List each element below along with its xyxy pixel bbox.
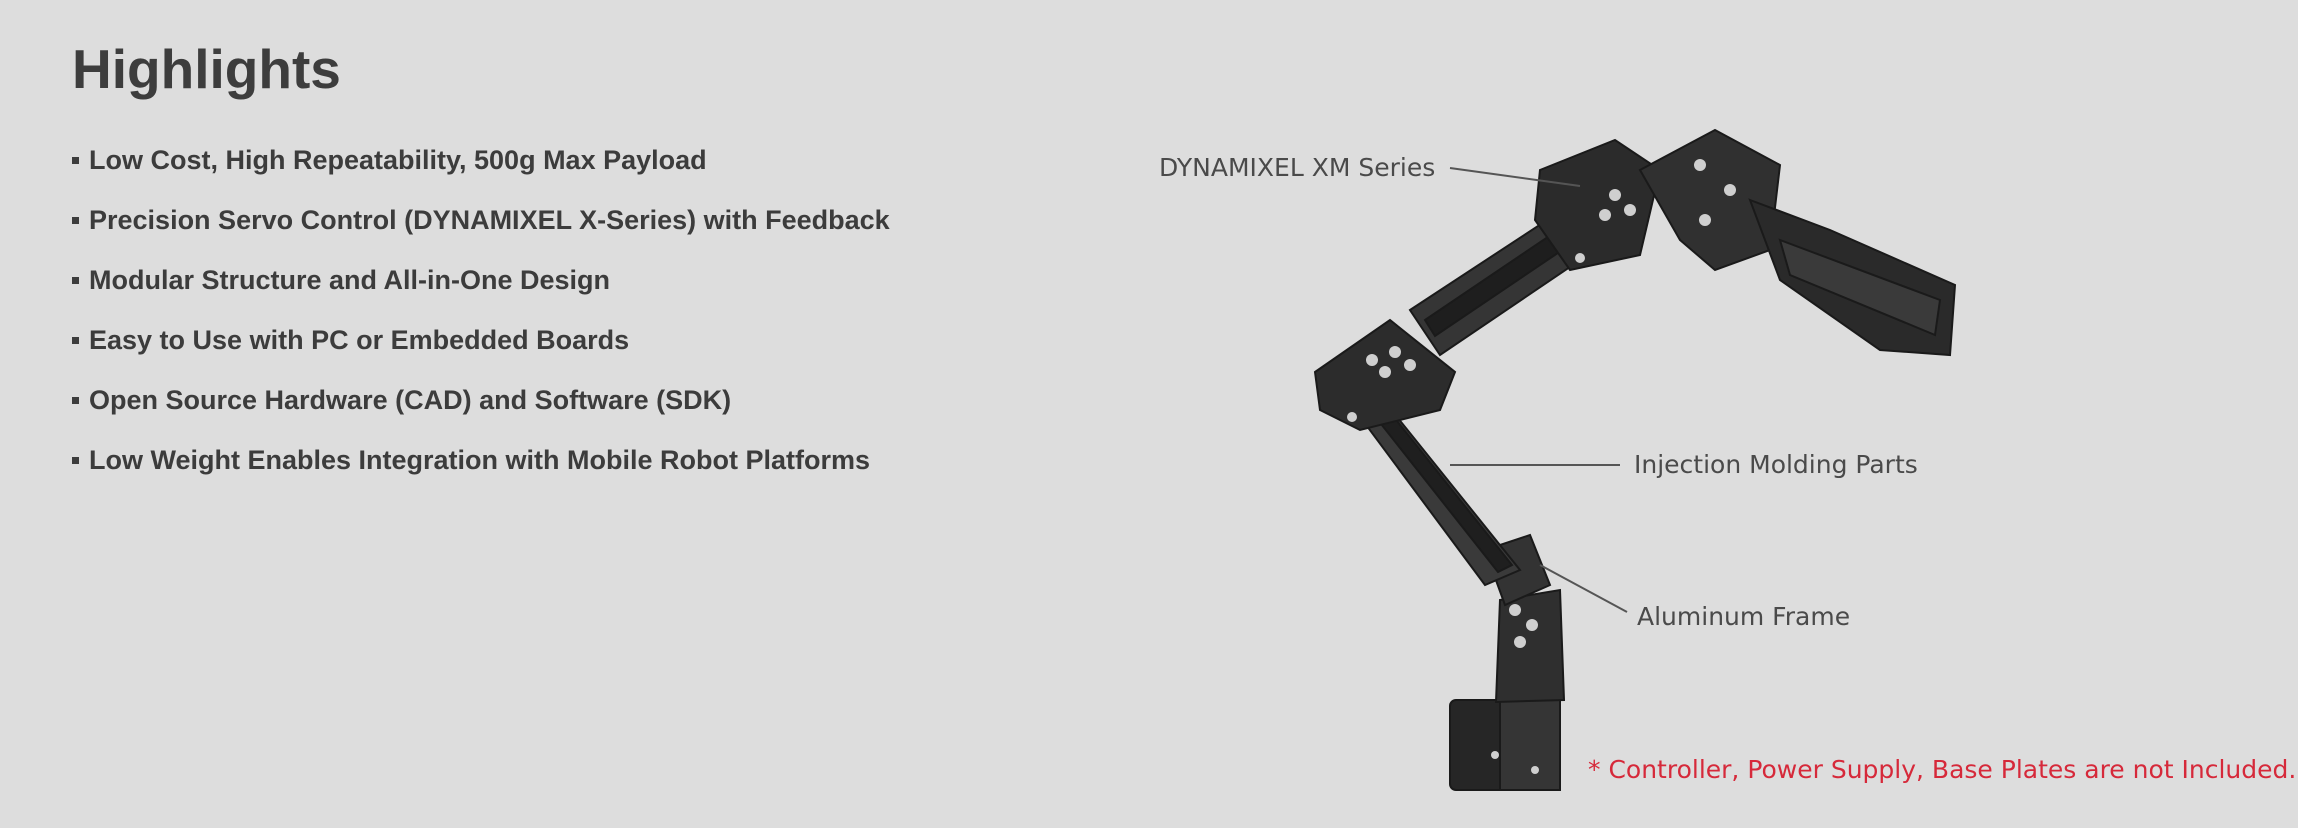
callout-frame: Aluminum Frame (1637, 602, 1851, 631)
feature-item: Modular Structure and All-in-One Design (72, 260, 890, 320)
feature-text: Precision Servo Control (DYNAMIXEL X-Ser… (89, 205, 890, 235)
bullet-icon (72, 157, 79, 164)
feature-item: Precision Servo Control (DYNAMIXEL X-Ser… (72, 200, 890, 260)
feature-item: Low Cost, High Repeatability, 500g Max P… (72, 140, 890, 200)
feature-item: Easy to Use with PC or Embedded Boards (72, 320, 890, 380)
bullet-icon (72, 457, 79, 464)
feature-item: Low Weight Enables Integration with Mobi… (72, 440, 890, 500)
feature-text: Low Cost, High Repeatability, 500g Max P… (89, 145, 707, 175)
bullet-icon (72, 217, 79, 224)
feature-text: Low Weight Enables Integration with Mobi… (89, 445, 871, 475)
lower-servo (1494, 588, 1566, 704)
robot-arm-illustration (1313, 128, 1957, 791)
robot-arm-figure: DYNAMIXEL XM Series Injection Molding Pa… (1140, 110, 2296, 810)
callout-line-frame (1539, 564, 1628, 613)
exclusion-note: * Controller, Power Supply, Base Plates … (1588, 755, 2297, 784)
wrist-servo (1533, 138, 1662, 272)
bullet-icon (72, 337, 79, 344)
callout-servo: DYNAMIXEL XM Series (1159, 153, 1436, 182)
page-title: Highlights (72, 38, 341, 100)
callout-molding: Injection Molding Parts (1634, 450, 1918, 479)
callout-line-servo (1449, 167, 1581, 187)
feature-item: Open Source Hardware (CAD) and Software … (72, 380, 890, 440)
bullet-icon (72, 277, 79, 284)
feature-list: Low Cost, High Repeatability, 500g Max P… (72, 140, 890, 500)
feature-text: Modular Structure and All-in-One Design (89, 265, 611, 295)
feature-text: Easy to Use with PC or Embedded Boards (89, 325, 630, 355)
bullet-icon (72, 397, 79, 404)
gripper-servo (1638, 128, 1782, 272)
feature-text: Open Source Hardware (CAD) and Software … (89, 385, 732, 415)
